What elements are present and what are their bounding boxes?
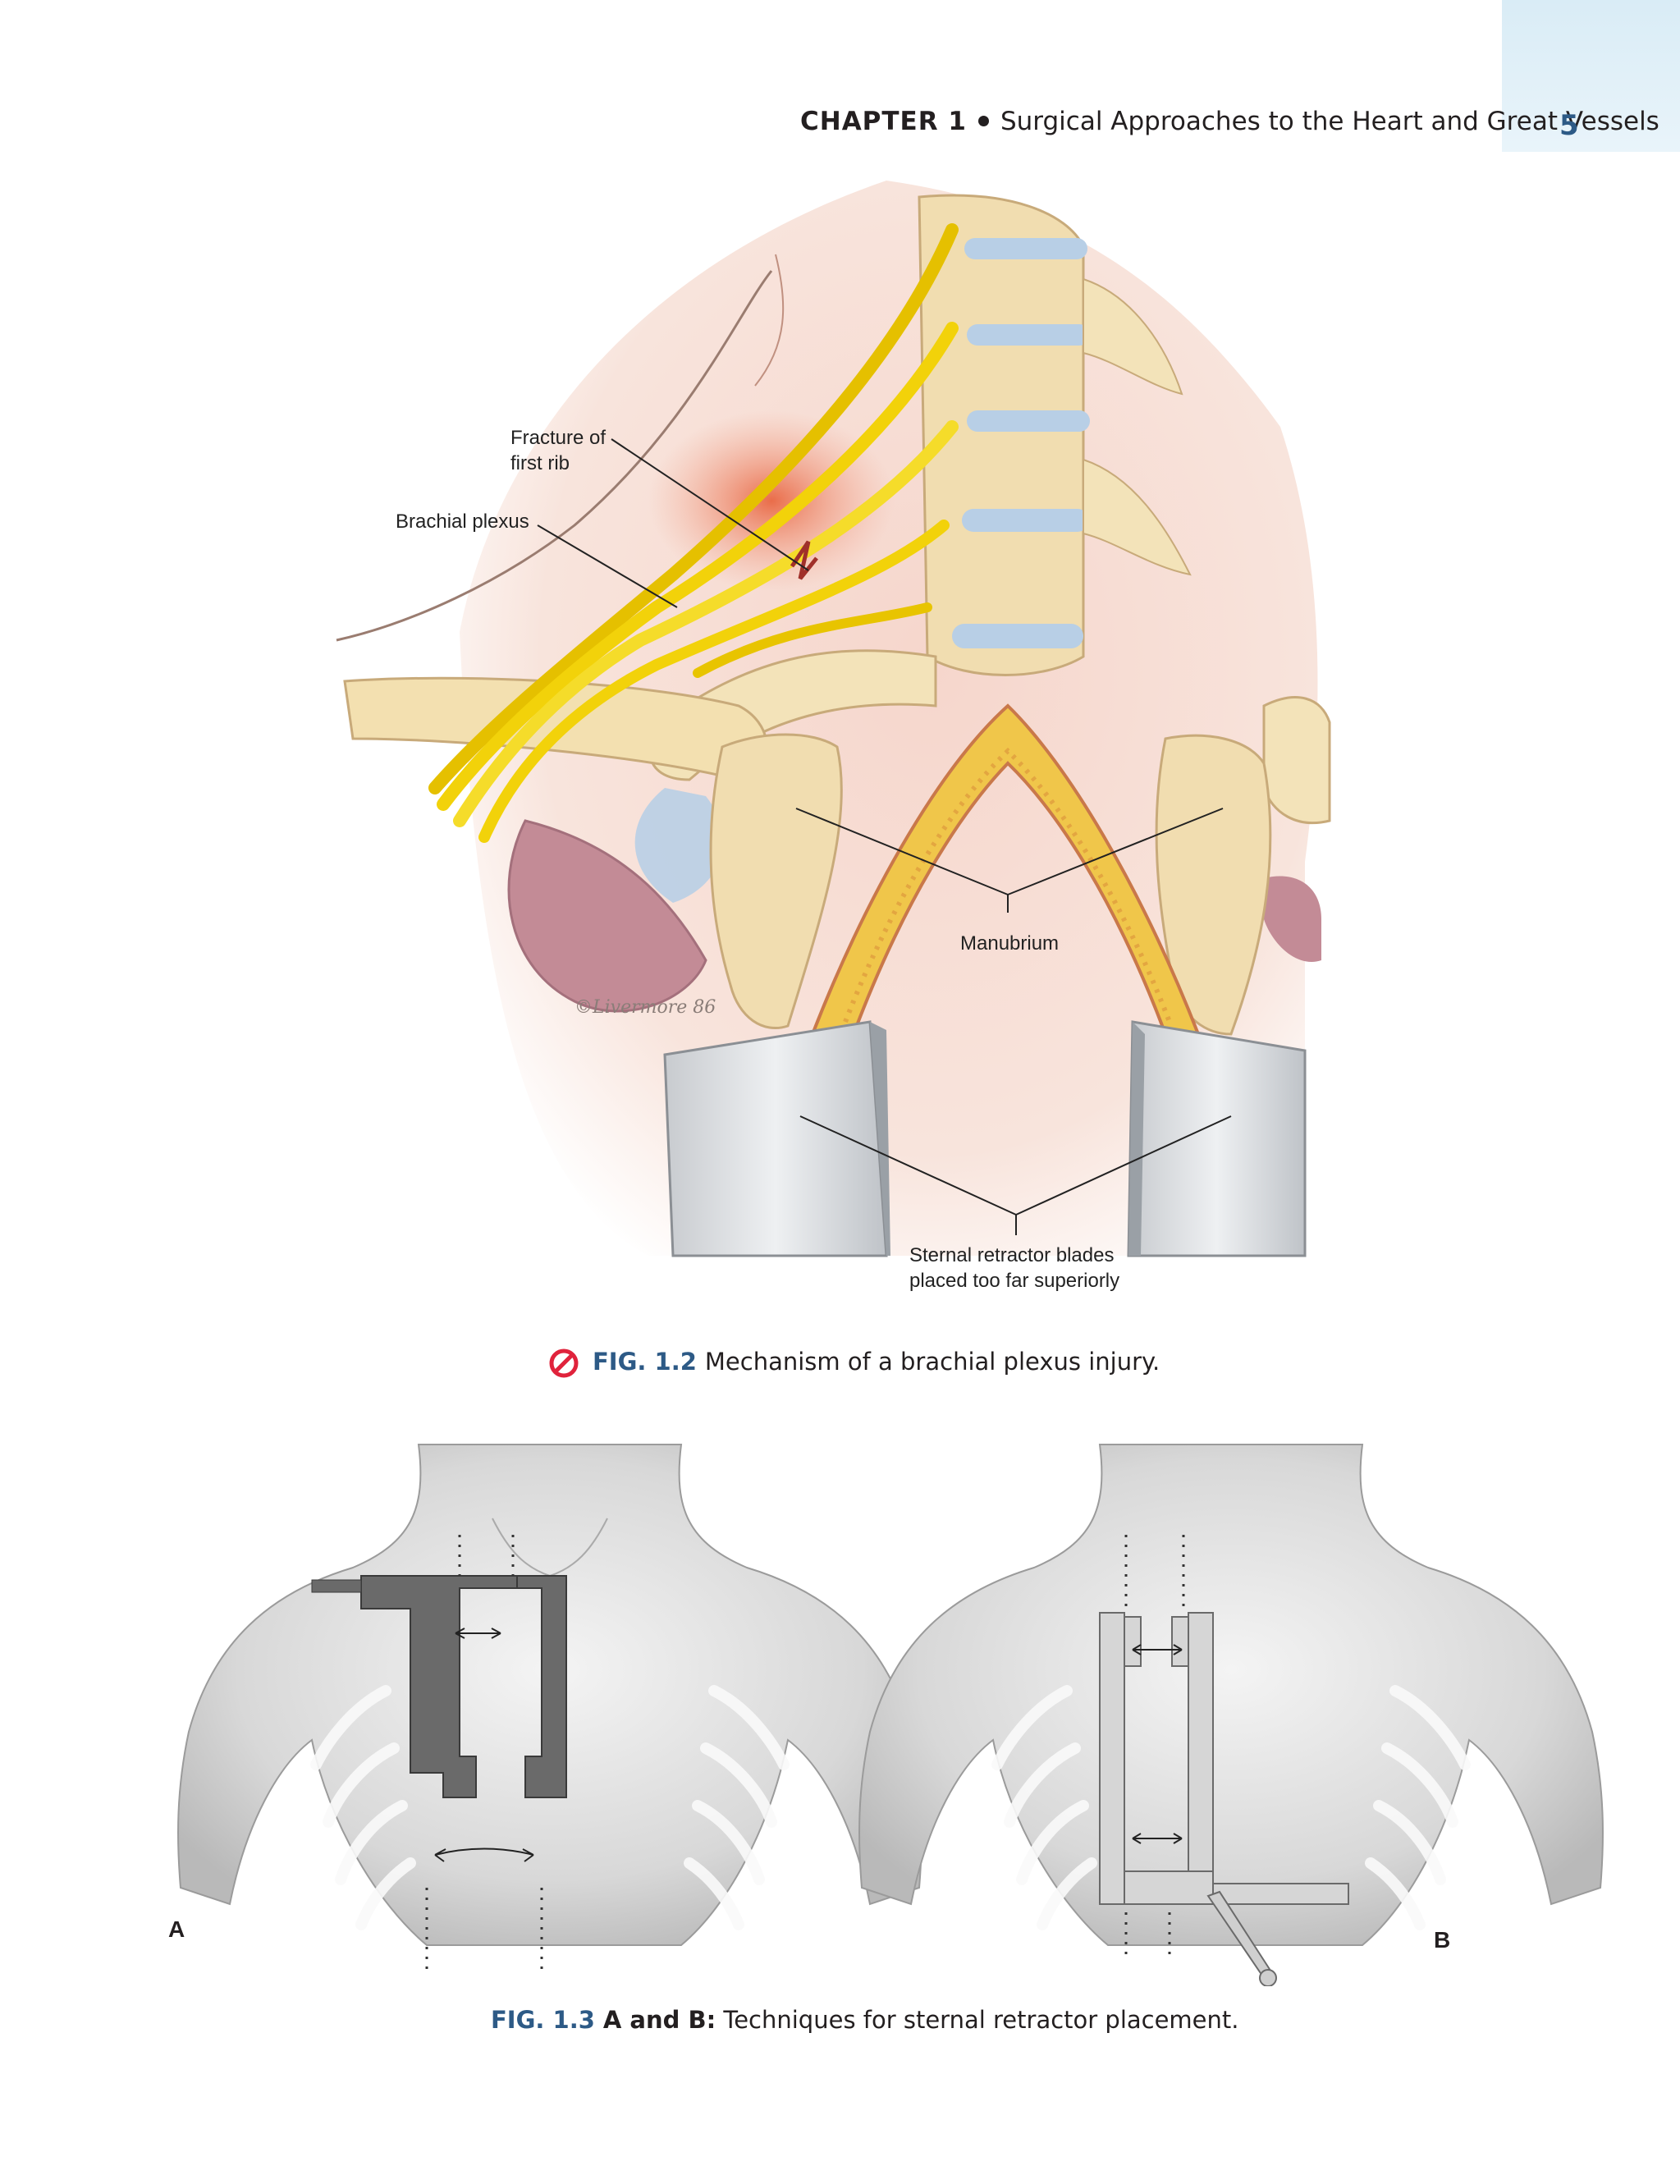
manubrium-right-half xyxy=(1155,734,1272,1036)
torso-a xyxy=(177,1444,922,1970)
figure-1-2-illustration xyxy=(336,181,1331,1257)
figure-1-3-text: Techniques for sternal retractor placeme… xyxy=(723,2006,1239,2034)
brachial-plexus-nerves xyxy=(428,223,959,843)
label-brachial-plexus: Brachial plexus xyxy=(396,511,529,533)
label-manubrium: Manubrium xyxy=(960,932,1060,955)
panel-label-a: A xyxy=(168,1916,185,1942)
running-header: CHAPTER 1 Surgical Approaches to the Hear… xyxy=(800,107,1659,136)
chapter-title: Surgical Approaches to the Heart and Gre… xyxy=(1000,107,1659,136)
panel-label-b: B xyxy=(1434,1927,1451,1953)
figure-1-2-number: FIG. 1.2 xyxy=(593,1348,697,1376)
label-retractor-line2: placed too far superiorly xyxy=(909,1270,1120,1292)
retractor-b xyxy=(1099,1612,1349,1986)
chapter-label: CHAPTER 1 xyxy=(800,107,967,136)
torso-b xyxy=(858,1444,1604,1986)
page-number: 5 xyxy=(1559,109,1579,142)
illustrator-signature: ©Livermore 86 xyxy=(574,997,716,1018)
figure-1-3-illustrations xyxy=(177,1444,1604,1986)
figure-1-2-text: Mechanism of a brachial plexus injury. xyxy=(704,1348,1160,1376)
cervical-spine xyxy=(918,194,1192,676)
label-retractor-line1: Sternal retractor blades xyxy=(909,1244,1115,1266)
warning-prohibited-icon xyxy=(549,1348,579,1378)
manubrium-left-half xyxy=(709,733,843,1030)
leader-lines xyxy=(537,438,1232,1235)
muscle-left xyxy=(507,819,707,1013)
chapter-tab xyxy=(1502,0,1680,152)
sternal-retractor-blades xyxy=(663,1020,1307,1257)
bullet-icon xyxy=(977,115,989,126)
figure-1-3-bold: A and B: xyxy=(602,2006,716,2034)
fracture-mark xyxy=(790,540,818,580)
figure-1-3-number: FIG. 1.3 xyxy=(491,2006,595,2034)
label-fracture-line2: first rib xyxy=(510,452,570,474)
label-fracture-line1: Fracture of xyxy=(510,427,607,449)
